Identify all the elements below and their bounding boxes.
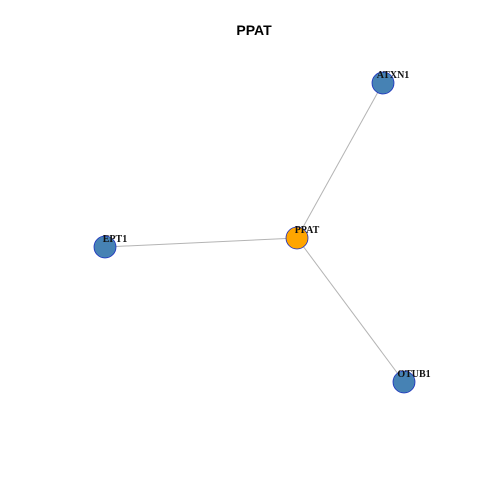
edges-layer bbox=[104, 82, 405, 383]
node-label-ept1: EPT1 bbox=[103, 234, 127, 245]
node-label-otub1: OTUB1 bbox=[397, 369, 430, 380]
node-ept1 bbox=[93, 235, 117, 259]
edge-ppat-ept1 bbox=[104, 237, 298, 248]
diagram-title: PPAT bbox=[236, 22, 272, 38]
node-otub1 bbox=[392, 370, 416, 394]
edge-ppat-otub1 bbox=[296, 237, 405, 383]
node-label-atxn1: ATXN1 bbox=[377, 70, 410, 81]
node-ppat bbox=[285, 226, 309, 250]
edge-ppat-atxn1 bbox=[296, 82, 384, 239]
node-label-ppat: PPAT bbox=[295, 225, 320, 236]
node-atxn1 bbox=[371, 71, 395, 95]
